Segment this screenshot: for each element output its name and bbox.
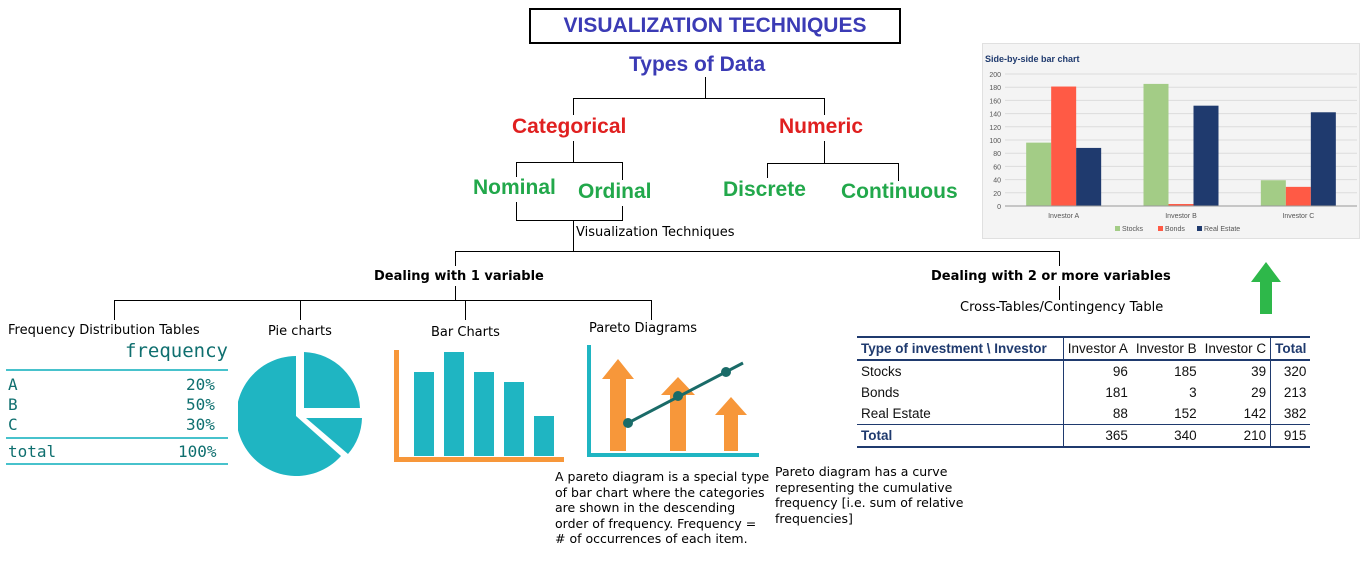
pie-chart-icon: [238, 352, 362, 476]
numeric-label: Numeric: [779, 115, 864, 138]
categorical-label: Categorical: [512, 115, 627, 138]
y-tick-label: 160: [989, 98, 1001, 105]
pareto-description: A pareto diagram is a special type of ba…: [555, 469, 770, 546]
freq-row-value: 20%: [186, 375, 215, 394]
pie-charts-label: Pie charts: [268, 324, 332, 339]
bar: [1168, 204, 1194, 206]
table-cell: 340: [1131, 424, 1201, 448]
bar: [1193, 105, 1219, 206]
table-header: Investor C: [1200, 336, 1271, 361]
y-tick-label: 80: [993, 151, 1001, 158]
table-cell: Stocks: [861, 364, 902, 379]
bar: [1285, 186, 1311, 206]
freq-row-value: 50%: [186, 395, 215, 414]
table-cell: 39: [1251, 364, 1267, 379]
y-tick-label: 140: [989, 112, 1001, 119]
two-variables-label: Dealing with 2 or more variables: [931, 269, 1171, 284]
table-cell: Bonds: [861, 385, 900, 400]
up-arrow-icon: [1251, 262, 1281, 314]
bar: [1143, 83, 1169, 206]
table-header: Investor A: [1062, 336, 1132, 361]
table-cell: 915: [1270, 424, 1311, 448]
table-header-row: Type of investment \ Investor Investor A…: [857, 336, 1311, 361]
discrete-label: Discrete: [723, 178, 806, 201]
table-cell: 382: [1270, 403, 1311, 425]
chart-title: Side-by-side bar chart: [985, 54, 1080, 64]
y-tick-label: 40: [993, 178, 1001, 185]
table-cell: 152: [1174, 406, 1197, 421]
contingency-table: Type of investment \ Investor Investor A…: [857, 336, 1311, 448]
ordinal-label: Ordinal: [578, 180, 652, 203]
table-row: Bonds 181 3 29 213: [857, 382, 1311, 403]
types-of-data-label: Types of Data: [629, 53, 766, 76]
one-variable-label: Dealing with 1 variable: [374, 269, 544, 284]
pareto-curve-note: Pareto diagram has a curve representing …: [775, 464, 964, 526]
table-row: Real Estate 88 152 142 382: [857, 403, 1311, 425]
table-header: Investor B: [1131, 336, 1201, 361]
table-cell: 96: [1062, 360, 1132, 382]
table-total-row: Total 365 340 210 915: [857, 424, 1311, 448]
table-cell: 29: [1251, 385, 1267, 400]
frequency-header: frequency: [125, 340, 228, 362]
y-tick-label: 180: [989, 85, 1001, 92]
visualization-techniques-label: Visualization Techniques: [576, 225, 735, 240]
y-tick-label: 60: [993, 164, 1001, 171]
x-tick-label: Investor A: [1048, 213, 1079, 220]
table-cell: 181: [1062, 382, 1132, 403]
table-cell: 185: [1174, 364, 1197, 379]
y-tick-label: 120: [989, 125, 1001, 132]
freq-row-value: 30%: [186, 415, 215, 434]
table-cell: 365: [1062, 424, 1132, 448]
bar-charts-label: Bar Charts: [431, 325, 500, 340]
legend-label: Stocks: [1122, 226, 1144, 233]
frequency-tables-label: Frequency Distribution Tables: [8, 323, 200, 338]
pareto-diagrams-label: Pareto Diagrams: [589, 321, 698, 336]
legend-label: Real Estate: [1204, 226, 1240, 233]
table-header: Total: [1270, 336, 1311, 361]
continuous-label: Continuous: [841, 180, 958, 203]
freq-total-label: total: [8, 442, 57, 461]
side-by-side-bar-chart: Side-by-side bar chart 0 20 40 60 80 100 120 140…: [983, 44, 1359, 238]
table-cell: 3: [1189, 385, 1197, 400]
table-cell: Real Estate: [861, 406, 931, 421]
bar: [1026, 142, 1052, 206]
table-cell: 213: [1270, 382, 1311, 403]
cross-tables-label: Cross-Tables/Contingency Table: [960, 300, 1164, 315]
bar-chart-icon: [394, 350, 564, 462]
main-title: VISUALIZATION TECHNIQUES: [529, 8, 901, 44]
freq-row-label: C: [8, 415, 18, 434]
y-tick-label: 100: [989, 138, 1001, 145]
pareto-diagram-icon: [587, 345, 759, 457]
table-cell: 142: [1243, 406, 1267, 421]
table-row: Stocks 96 185 39 320: [857, 360, 1311, 382]
table-cell: Total: [857, 424, 1064, 448]
table-cell: 210: [1200, 424, 1271, 448]
freq-total-value: 100%: [178, 442, 217, 461]
bar: [1051, 86, 1077, 206]
x-tick-label: Investor C: [1282, 213, 1314, 220]
y-tick-label: 20: [993, 191, 1001, 198]
y-tick-label: 200: [989, 72, 1001, 79]
legend-label: Bonds: [1165, 226, 1185, 233]
y-tick-label: 0: [997, 204, 1001, 211]
bar: [1310, 112, 1336, 206]
bar-chart-canvas: Side-by-side bar chart 0 20 40 60 80 100 120 140…: [985, 54, 1357, 233]
legend-swatch: [1115, 226, 1120, 231]
table-cell: 320: [1270, 360, 1311, 382]
bar: [1260, 180, 1286, 206]
x-tick-label: Investor B: [1165, 213, 1197, 220]
legend-swatch: [1158, 226, 1163, 231]
table-cell: 88: [1062, 403, 1132, 425]
bar: [1076, 147, 1102, 206]
table-header: Type of investment \ Investor: [857, 336, 1064, 361]
freq-row-label: A: [8, 375, 18, 394]
freq-row-label: B: [8, 395, 18, 414]
nominal-label: Nominal: [473, 176, 556, 199]
legend-swatch: [1197, 226, 1202, 231]
